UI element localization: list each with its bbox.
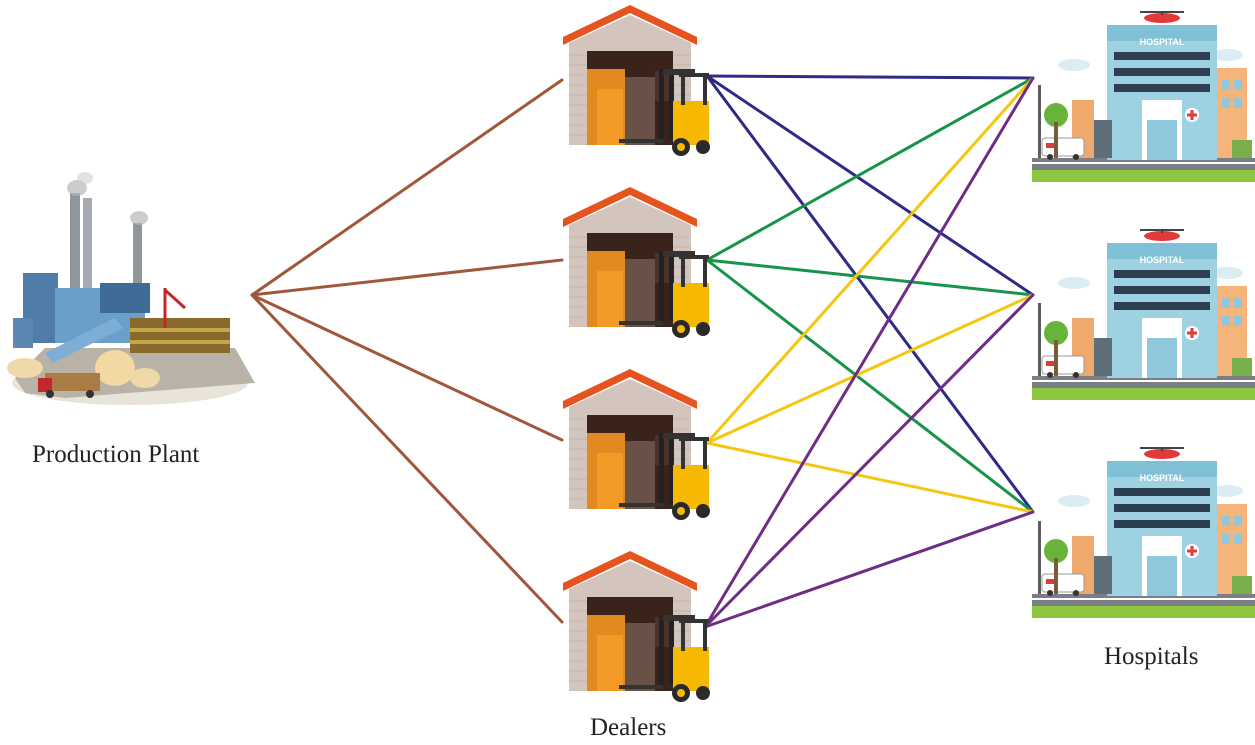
link-dealer-1-to-hospital-3: [705, 74, 1035, 514]
link-plant-to-dealer-1: [250, 78, 564, 297]
dealers-label: Dealers: [590, 714, 667, 741]
warehouse-forklift-icon: [562, 186, 711, 339]
dealer-node-4: [562, 550, 711, 703]
link-dealer-2-to-hospital-3: [705, 258, 1035, 514]
link-layer: [250, 74, 1035, 629]
link-dealer-4-to-hospital-1: [703, 76, 1035, 629]
factory-icon: [5, 170, 257, 407]
warehouse-forklift-icon: [562, 550, 711, 703]
hospital-node-3: HOSPITAL: [1031, 447, 1255, 619]
hospital-sign: HOSPITAL: [1140, 37, 1185, 47]
link-dealer-3-to-hospital-3: [705, 441, 1035, 514]
warehouse-forklift-icon: [562, 4, 711, 157]
hospitals-label: Hospitals: [1104, 643, 1199, 670]
link-dealer-2-to-hospital-2: [705, 258, 1035, 297]
link-dealer-2-to-hospital-1: [705, 76, 1035, 262]
link-plant-to-dealer-2: [250, 258, 564, 297]
hospital-sign: HOSPITAL: [1140, 255, 1185, 265]
hospital-sign: HOSPITAL: [1140, 473, 1185, 483]
link-dealer-4-to-hospital-3: [703, 510, 1035, 629]
link-dealer-4-to-hospital-2: [703, 293, 1035, 629]
link-plant-to-dealer-3: [250, 293, 564, 442]
link-dealer-1-to-hospital-2: [705, 74, 1035, 297]
hospital-node-1: HOSPITAL: [1031, 11, 1255, 183]
hospital-node-2: HOSPITAL: [1031, 229, 1255, 401]
dealer-node-1: [562, 4, 711, 157]
production-plant-node: [5, 170, 257, 407]
link-dealer-3-to-hospital-2: [705, 293, 1035, 445]
link-dealer-1-to-hospital-1: [705, 74, 1035, 80]
warehouse-forklift-icon: [562, 368, 711, 521]
link-plant-to-dealer-4: [250, 293, 564, 624]
link-dealer-3-to-hospital-1: [705, 76, 1035, 445]
dealer-node-2: [562, 186, 711, 339]
production-plant-label: Production Plant: [32, 441, 200, 468]
dealer-node-3: [562, 368, 711, 521]
